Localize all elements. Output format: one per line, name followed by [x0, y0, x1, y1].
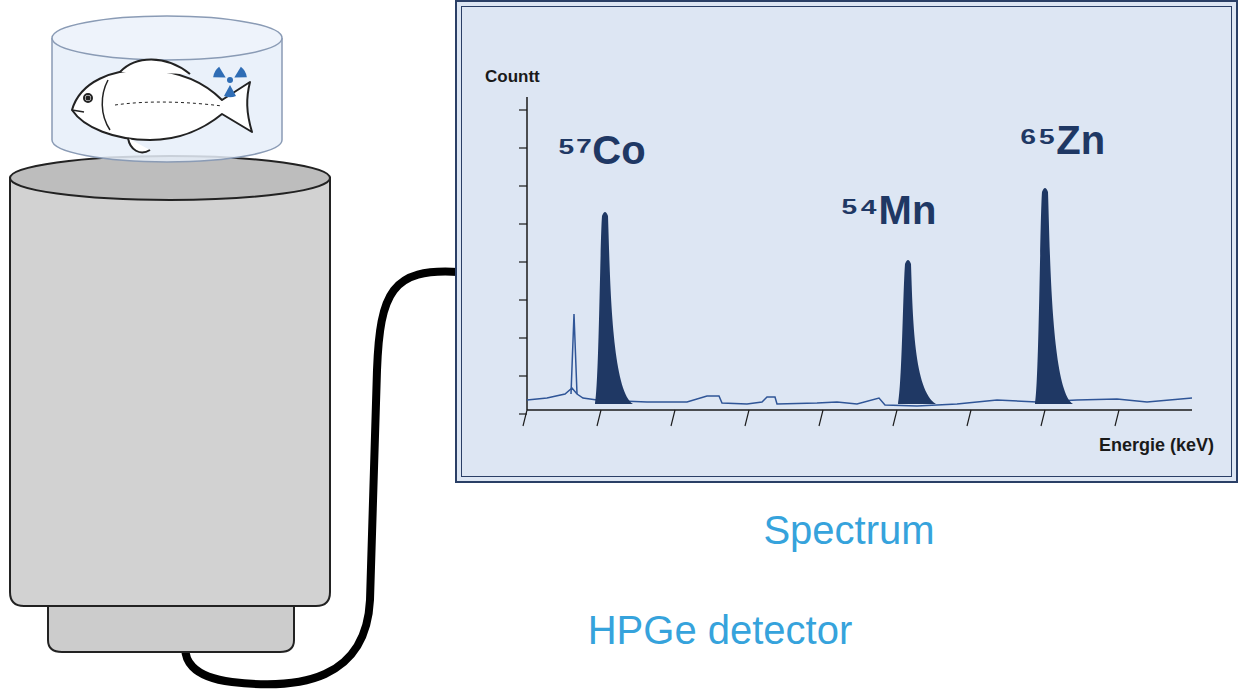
- y-tick: [519, 109, 527, 110]
- radiation-symbol: [212, 66, 248, 97]
- y-axis: [526, 97, 528, 410]
- co57-peak: [595, 212, 633, 404]
- x-tick: [893, 410, 897, 426]
- peak-label: ⁵⁷Co: [557, 128, 646, 172]
- y-tick: [519, 147, 527, 148]
- x-tick: [1115, 410, 1119, 426]
- y-tick: [519, 223, 527, 224]
- x-tick: [967, 410, 971, 426]
- peak-label: ⁶⁵Zn: [1019, 118, 1105, 162]
- y-tick: [519, 375, 527, 376]
- axis-label: Energie (keV): [1099, 436, 1214, 456]
- peak-label: ⁵⁴Mn: [840, 188, 936, 232]
- zn65-peak: [1035, 188, 1073, 404]
- spectrum-plot: [457, 2, 1238, 485]
- fish: [72, 60, 252, 153]
- x-tick: [745, 410, 749, 426]
- x-axis: [527, 409, 1192, 411]
- x-tick: [671, 410, 675, 426]
- instrument-label: HPGe detector: [588, 608, 853, 652]
- x-tick: [1041, 410, 1045, 426]
- x-tick: [523, 410, 527, 426]
- axis-label: Countt: [485, 68, 540, 87]
- small-peak: [571, 314, 577, 394]
- hpge-detector: [10, 156, 330, 652]
- x-tick: [597, 410, 601, 426]
- mn54-peak: [898, 260, 936, 404]
- sample-cup: [52, 16, 282, 162]
- y-tick: [519, 261, 527, 262]
- y-tick: [519, 299, 527, 300]
- spectrum-panel: Countt⁵⁷Co⁵⁴Mn⁶⁵ZnEnergie (keV)Spectrum: [455, 0, 1238, 483]
- panel-caption: Spectrum: [763, 508, 934, 552]
- y-tick: [519, 337, 527, 338]
- y-tick: [519, 185, 527, 186]
- x-tick: [819, 410, 823, 426]
